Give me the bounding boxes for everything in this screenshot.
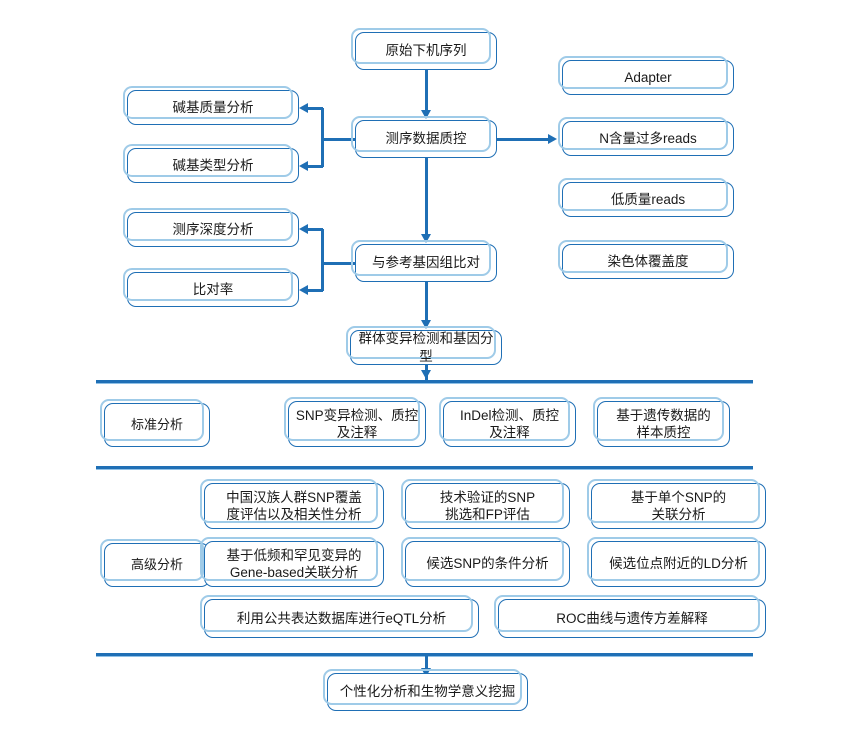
connector-raw-to-qc xyxy=(425,70,428,115)
node-single-snp-association-label: 基于单个SNP的 关联分析 xyxy=(630,489,727,522)
node-gene-based-association[interactable]: 基于低频和罕见变异的 Gene-based关联分析 xyxy=(200,537,384,587)
node-validated-snp-selection-fp[interactable]: 技术验证的SNP 挑选和FP评估 xyxy=(401,479,570,529)
node-gene-based-association-label: 基于低频和罕见变异的 Gene-based关联分析 xyxy=(226,547,362,580)
node-public-expression-eqtl[interactable]: 利用公共表达数据库进行eQTL分析 xyxy=(200,595,479,638)
node-snp-calling-qc-annotation[interactable]: SNP变异检测、质控 及注释 xyxy=(284,397,426,447)
section-label-standard-analysis[interactable]: 标准分析 xyxy=(100,399,210,447)
node-alignment-label: 与参考基因组比对 xyxy=(372,255,480,271)
node-base-type-analysis[interactable]: 碱基类型分析 xyxy=(123,144,299,183)
arrowhead-alignment-to-rate xyxy=(299,284,308,295)
node-genetic-data-sample-qc[interactable]: 基于遗传数据的 样本质控 xyxy=(593,397,730,447)
connector-alignment-left-branch-1 xyxy=(307,228,323,231)
connector-alignment-left-spine xyxy=(321,229,324,291)
section-label-standard-analysis-text: 标准分析 xyxy=(130,416,183,432)
connector-qc-to-alignment xyxy=(425,158,428,238)
arrowhead-qc-to-alignment xyxy=(420,234,431,243)
arrowhead-alignment-to-depth xyxy=(299,223,308,234)
node-candidate-snp-conditional[interactable]: 候选SNP的条件分析 xyxy=(401,537,570,587)
node-variant-calling[interactable]: 群体变异检测和基因分型 xyxy=(346,326,502,365)
divider-standard-analysis-top xyxy=(96,380,753,385)
node-indel-calling-qc-annotation-label: InDel检测、质控 及注释 xyxy=(459,407,559,440)
arrowhead-qc-to-base-quality xyxy=(299,102,308,113)
connector-qc-left-branch-2 xyxy=(307,165,323,168)
node-adapter-label: Adapter xyxy=(624,69,672,85)
node-n-content-reads-label: N含量过多reads xyxy=(599,130,697,146)
node-low-quality-reads-label: 低质量reads xyxy=(610,191,686,207)
node-chromosome-coverage-label: 染色体覆盖度 xyxy=(607,253,689,269)
arrowhead-qc-to-base-type xyxy=(299,160,308,171)
arrowhead-variant-to-standard xyxy=(420,370,431,379)
connector-alignment-left-branch-2 xyxy=(307,289,323,292)
node-candidate-locus-ld-label: 候选位点附近的LD分析 xyxy=(609,556,748,572)
node-qc[interactable]: 测序数据质控 xyxy=(351,116,497,158)
connector-to-final-step xyxy=(425,656,428,678)
arrowhead-alignment-to-variant xyxy=(420,320,431,329)
connector-qc-left-stem xyxy=(322,138,356,141)
node-genetic-data-sample-qc-label: 基于遗传数据的 样本质控 xyxy=(616,407,711,440)
node-low-quality-reads[interactable]: 低质量reads xyxy=(558,178,734,217)
node-personalized-analysis[interactable]: 个性化分析和生物学意义挖掘 xyxy=(323,669,528,711)
arrowhead-raw-to-qc xyxy=(420,110,431,119)
section-label-advanced-analysis-text: 高级分析 xyxy=(130,556,183,572)
node-indel-calling-qc-annotation[interactable]: InDel检测、质控 及注释 xyxy=(439,397,576,447)
divider-advanced-analysis-top xyxy=(96,466,753,471)
node-personalized-analysis-label: 个性化分析和生物学意义挖掘 xyxy=(339,684,516,700)
node-alignment-rate-label: 比对率 xyxy=(192,281,234,297)
node-raw-sequence[interactable]: 原始下机序列 xyxy=(351,28,497,70)
divider-advanced-analysis-bottom xyxy=(96,653,753,658)
node-candidate-snp-conditional-label: 候选SNP的条件分析 xyxy=(426,556,549,572)
node-roc-genetic-variance-label: ROC曲线与遗传方差解释 xyxy=(556,610,708,626)
section-label-advanced-analysis[interactable]: 高级分析 xyxy=(100,539,210,587)
node-han-chinese-snp-coverage[interactable]: 中国汉族人群SNP覆盖 度评估以及相关性分析 xyxy=(200,479,384,529)
node-validated-snp-selection-fp-label: 技术验证的SNP 挑选和FP评估 xyxy=(439,489,536,522)
node-public-expression-eqtl-label: 利用公共表达数据库进行eQTL分析 xyxy=(236,610,447,626)
connector-alignment-to-variant xyxy=(425,282,428,324)
node-variant-calling-label: 群体变异检测和基因分型 xyxy=(358,331,494,364)
arrowhead-qc-to-n-reads xyxy=(548,133,557,144)
connector-qc-left-branch-1 xyxy=(307,107,323,110)
connector-alignment-left-stem xyxy=(322,262,356,265)
arrowhead-to-final-step xyxy=(420,668,431,677)
connector-qc-left-spine xyxy=(321,108,324,167)
node-adapter[interactable]: Adapter xyxy=(558,56,734,95)
node-sequencing-depth-analysis-label: 测序深度分析 xyxy=(172,221,254,237)
node-base-quality-analysis[interactable]: 碱基质量分析 xyxy=(123,86,299,125)
node-alignment-rate[interactable]: 比对率 xyxy=(123,268,299,307)
node-base-quality-analysis-label: 碱基质量分析 xyxy=(172,99,254,115)
node-alignment[interactable]: 与参考基因组比对 xyxy=(351,240,497,282)
connector-qc-to-n-reads xyxy=(497,138,549,141)
node-raw-sequence-label: 原始下机序列 xyxy=(385,43,467,59)
node-chromosome-coverage[interactable]: 染色体覆盖度 xyxy=(558,240,734,279)
node-snp-calling-qc-annotation-label: SNP变异检测、质控 及注释 xyxy=(295,407,419,440)
node-n-content-reads[interactable]: N含量过多reads xyxy=(558,117,734,156)
node-single-snp-association[interactable]: 基于单个SNP的 关联分析 xyxy=(587,479,766,529)
node-roc-genetic-variance[interactable]: ROC曲线与遗传方差解释 xyxy=(494,595,766,638)
node-han-chinese-snp-coverage-label: 中国汉族人群SNP覆盖 度评估以及相关性分析 xyxy=(226,489,362,522)
node-base-type-analysis-label: 碱基类型分析 xyxy=(172,157,254,173)
node-candidate-locus-ld[interactable]: 候选位点附近的LD分析 xyxy=(587,537,766,587)
node-sequencing-depth-analysis[interactable]: 测序深度分析 xyxy=(123,208,299,247)
node-qc-label: 测序数据质控 xyxy=(385,131,467,147)
